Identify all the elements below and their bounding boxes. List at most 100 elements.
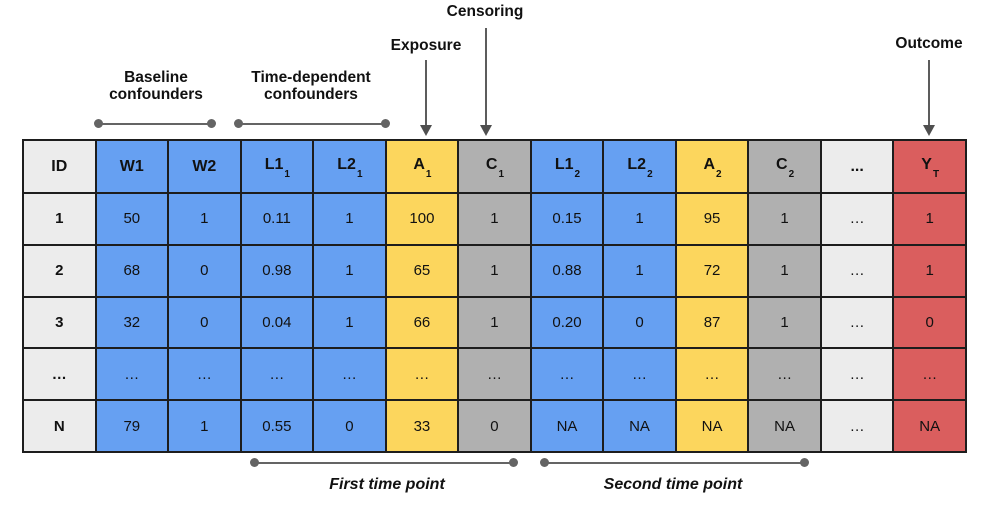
table-cell: …: [94, 347, 170, 402]
table-cell: …: [819, 243, 895, 298]
table-cell: 32: [94, 295, 170, 350]
table-cell: 0.15: [529, 192, 605, 246]
row-id-cell: 3: [22, 295, 97, 350]
row-id-cell: 2: [22, 243, 97, 298]
table-cell: …: [457, 347, 532, 402]
time-dependent-confounders-label: Time-dependent confounders: [251, 69, 371, 103]
table-cell: …: [819, 295, 895, 350]
table-cell: 0: [167, 243, 242, 298]
second-time-point-label: Second time point: [603, 476, 743, 493]
table-cell: 1: [747, 243, 822, 298]
table-cell: …: [819, 192, 895, 246]
first-time-point-label: First time point: [329, 476, 445, 493]
column-header-l12: L12: [529, 139, 605, 194]
table-cell: NA: [602, 399, 677, 453]
row-id-cell: N: [22, 399, 97, 453]
table-cell: …: [312, 347, 387, 402]
column-header-id: ID: [22, 139, 97, 194]
table-cell: …: [819, 399, 895, 453]
baseline-confounders-label: Baseline confounders: [109, 69, 203, 103]
table-cell: 0: [602, 295, 677, 350]
table-cell: 1: [457, 243, 532, 298]
table-cell: …: [674, 347, 750, 402]
table-cell: 87: [674, 295, 750, 350]
column-header-a1: A1: [384, 139, 460, 194]
table-cell: 0: [892, 295, 967, 350]
censoring-arrow-icon: [480, 28, 492, 136]
table-cell: …: [892, 347, 967, 402]
table-cell: 1: [312, 243, 387, 298]
table-cell: 1: [167, 192, 242, 246]
table-cell: 1: [457, 295, 532, 350]
table-cell: …: [529, 347, 605, 402]
column-header-l22: L22: [602, 139, 677, 194]
table-cell: …: [384, 347, 460, 402]
table-cell: 1: [457, 192, 532, 246]
table-cell: NA: [892, 399, 967, 453]
table-cell: 0.04: [239, 295, 315, 350]
table-cell: 0.88: [529, 243, 605, 298]
baseline-confounders-bracket: [94, 119, 216, 128]
table-cell: …: [239, 347, 315, 402]
table-cell: 1: [602, 192, 677, 246]
column-header-a2: A2: [674, 139, 750, 194]
column-header-l21: L21: [312, 139, 387, 194]
table-cell: 95: [674, 192, 750, 246]
table-cell: 0.55: [239, 399, 315, 453]
exposure-label: Exposure: [390, 37, 462, 54]
table-cell: 65: [384, 243, 460, 298]
table-cell: 1: [747, 295, 822, 350]
table-cell: 68: [94, 243, 170, 298]
table-cell: 1: [312, 192, 387, 246]
table-cell: 1: [312, 295, 387, 350]
outcome-arrow-icon: [923, 60, 935, 136]
table-cell: 100: [384, 192, 460, 246]
table-row: …………………………………: [22, 347, 967, 402]
row-id-cell: …: [22, 347, 97, 402]
column-header-yt: YT: [892, 139, 967, 194]
exposure-arrow-icon: [420, 60, 432, 136]
outcome-label: Outcome: [895, 35, 963, 52]
table-cell: NA: [747, 399, 822, 453]
table-cell: 0.20: [529, 295, 605, 350]
column-header-c1: C1: [457, 139, 532, 194]
table-cell: 0: [312, 399, 387, 453]
censoring-label: Censoring: [446, 3, 524, 20]
table-cell: 1: [602, 243, 677, 298]
time-dependent-confounders-bracket: [234, 119, 390, 128]
table-cell: 66: [384, 295, 460, 350]
column-header-w2: W2: [167, 139, 242, 194]
table-cell: …: [747, 347, 822, 402]
table-cell: …: [819, 347, 895, 402]
table-cell: 0: [457, 399, 532, 453]
table-cell: 72: [674, 243, 750, 298]
second-time-point-bracket: [540, 458, 809, 467]
table-cell: 0.11: [239, 192, 315, 246]
table-cell: NA: [674, 399, 750, 453]
column-header-c2: C2: [747, 139, 822, 194]
row-id-cell: 1: [22, 192, 97, 246]
table-cell: 33: [384, 399, 460, 453]
table-cell: 0: [167, 295, 242, 350]
table-cell: 1: [747, 192, 822, 246]
table-cell: 1: [167, 399, 242, 453]
table-cell: 79: [94, 399, 170, 453]
table-cell: NA: [529, 399, 605, 453]
table-cell: …: [167, 347, 242, 402]
column-header-: ...: [819, 139, 895, 194]
table-cell: 1: [892, 243, 967, 298]
column-header-l11: L11: [239, 139, 315, 194]
column-header-w1: W1: [94, 139, 170, 194]
table-cell: 50: [94, 192, 170, 246]
table-cell: …: [602, 347, 677, 402]
table-cell: 0.98: [239, 243, 315, 298]
first-time-point-bracket: [250, 458, 518, 467]
table-cell: 1: [892, 192, 967, 246]
